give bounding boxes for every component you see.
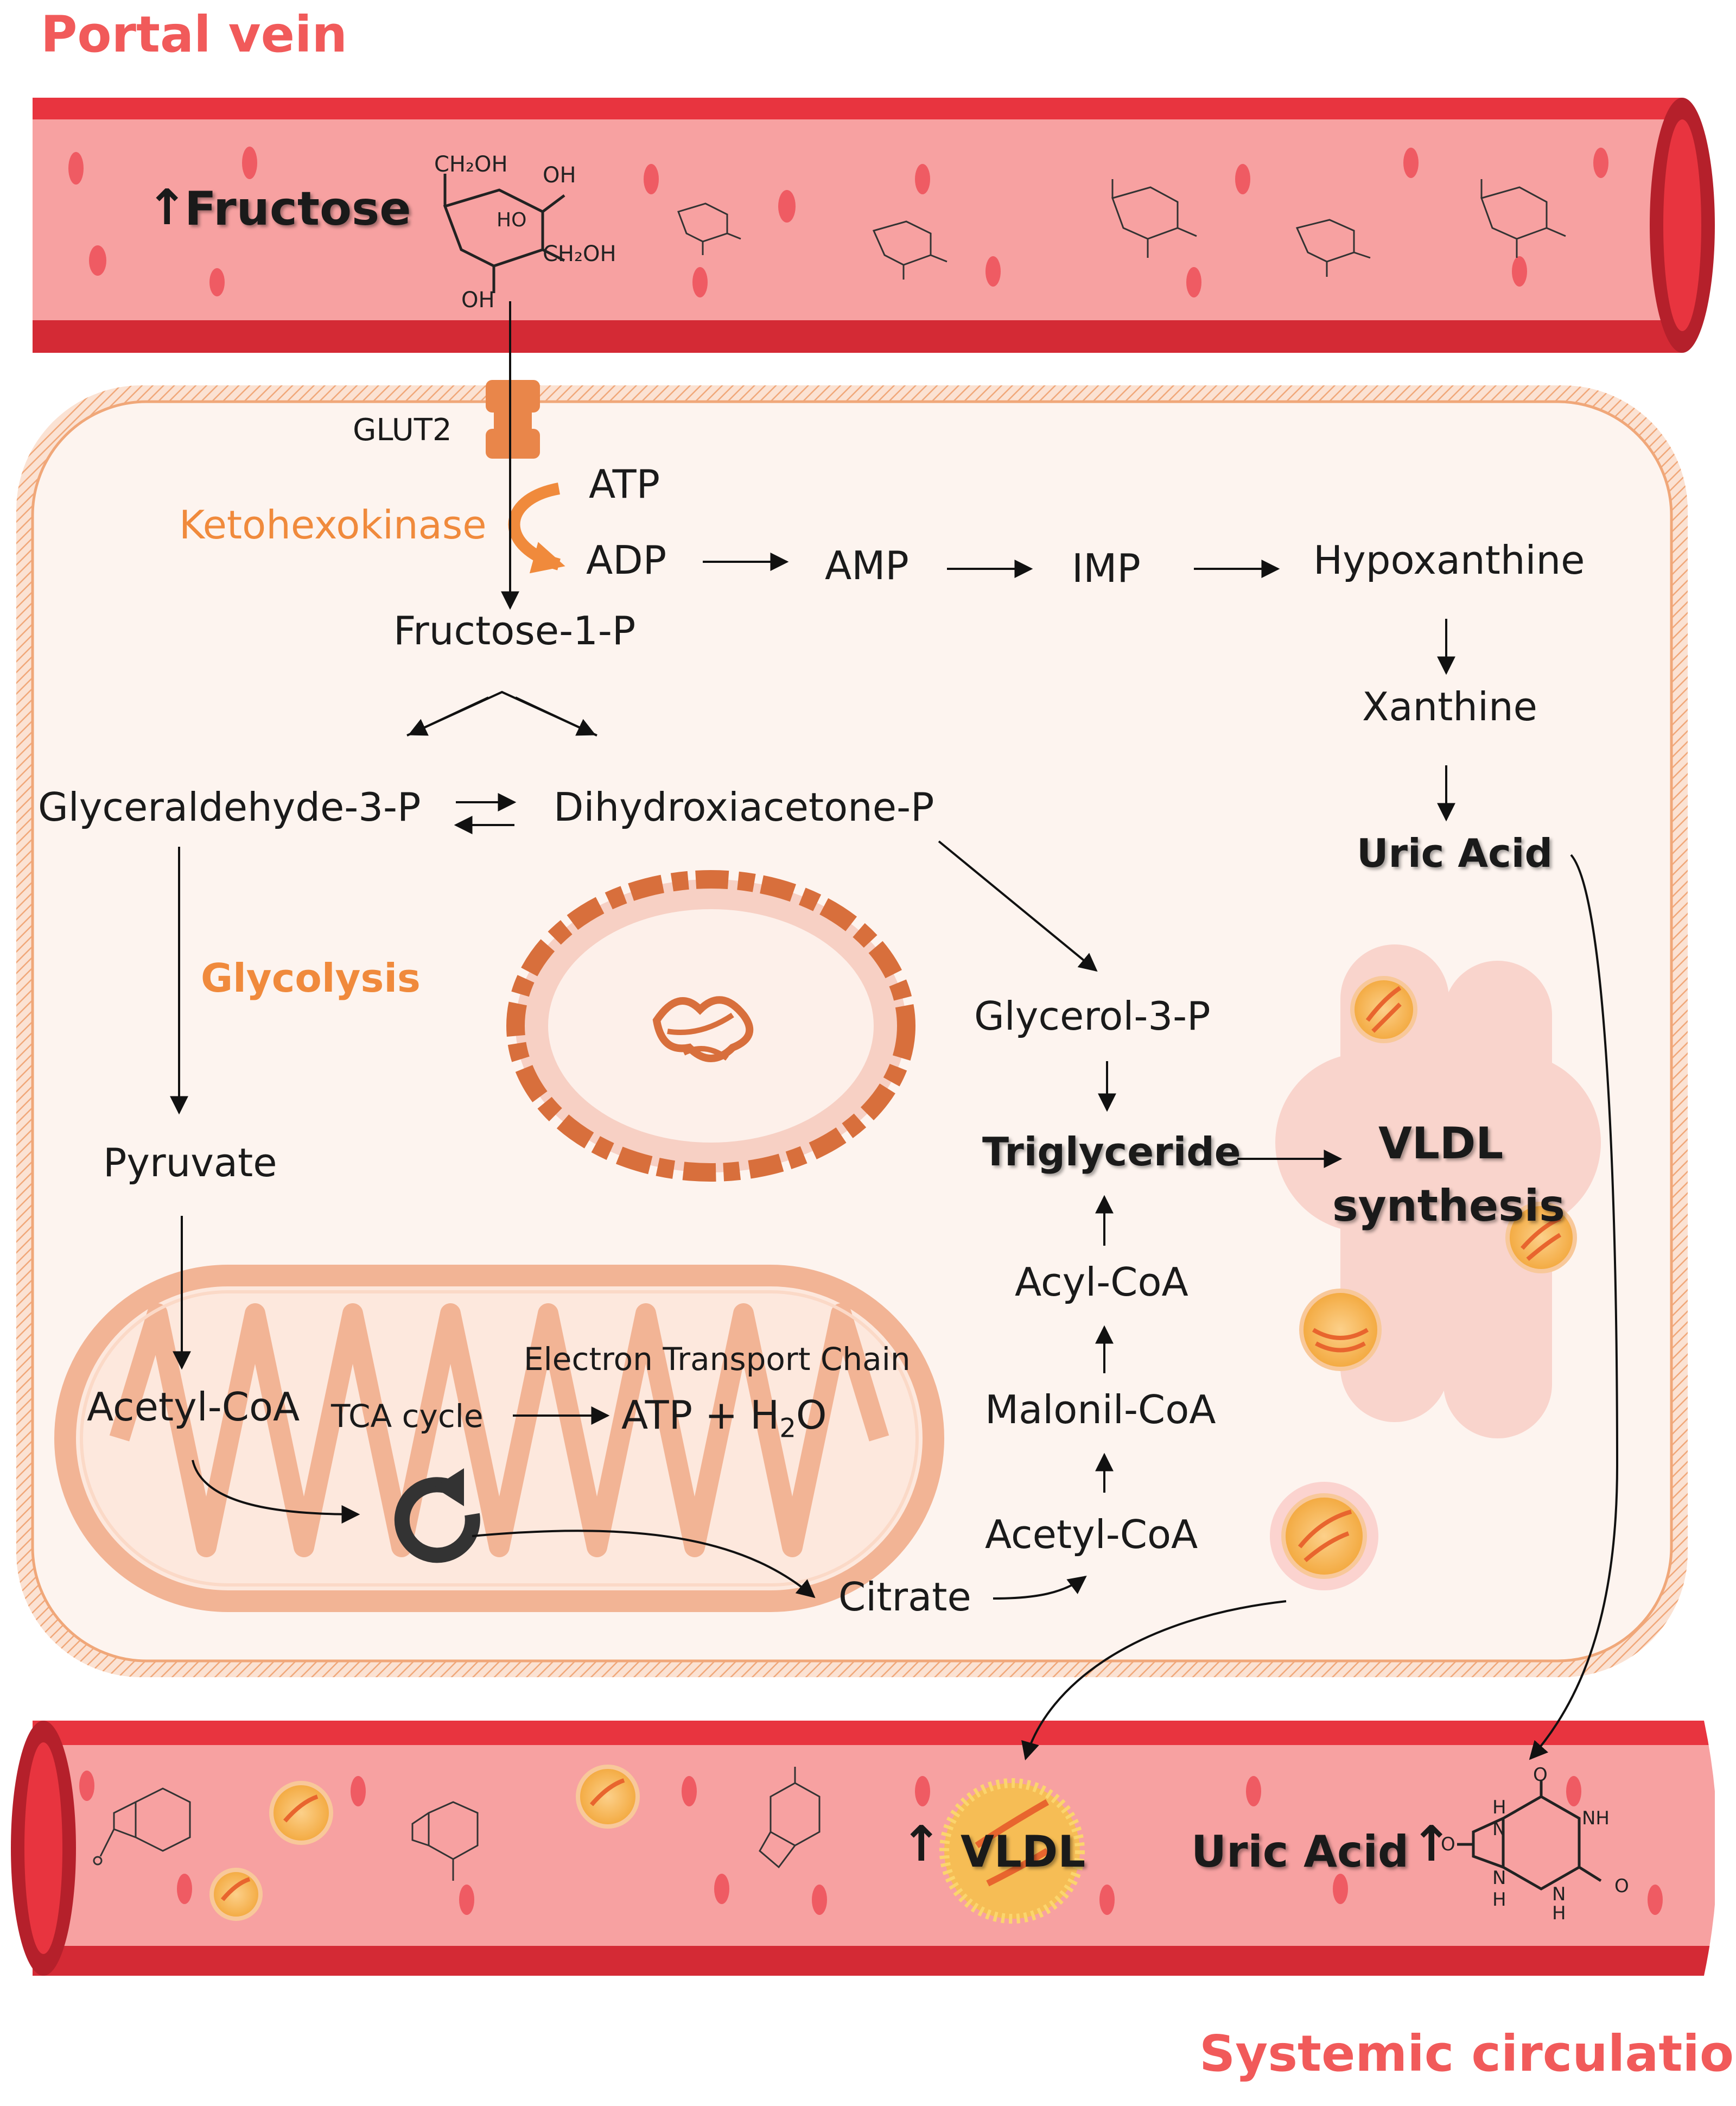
vldl-particle — [1299, 1289, 1382, 1371]
fructose-icon — [1480, 179, 1566, 258]
atp-h2o-end: O — [796, 1392, 827, 1438]
dihydroxiacetone-p-label: Dihydroxiacetone-P — [554, 784, 934, 830]
vldl-particles — [209, 976, 1577, 1924]
pyruvate-label: Pyruvate — [103, 1140, 277, 1185]
adp-label: ADP — [586, 537, 667, 583]
glut2-transporter — [486, 380, 540, 459]
fructose-1-p-label: Fructose-1-P — [393, 608, 636, 654]
atp-label: ATP — [589, 461, 660, 507]
glut2-label: GLUT2 — [353, 413, 452, 448]
glycolysis-label: Glycolysis — [201, 955, 421, 1001]
vldl-particle — [1270, 1482, 1378, 1590]
uric-acid-systemic-label: Uric Acid — [1191, 1826, 1409, 1877]
fructose-icon — [872, 220, 948, 280]
uric-group-n-3: N — [1552, 1883, 1566, 1905]
imp-label: IMP — [1072, 545, 1141, 591]
uric-group-o-right: O — [1614, 1875, 1629, 1897]
uric-acid-icon — [411, 1801, 479, 1881]
uric-group-o-top: O — [1533, 1764, 1548, 1786]
uric-group-h-2: H — [1492, 1889, 1506, 1911]
fructose-molecule — [443, 174, 565, 293]
ketohexokinase-label: Ketohexokinase — [179, 502, 487, 548]
atp-h2o-text: ATP + H — [621, 1392, 780, 1438]
fructose-label: Fructose — [185, 182, 411, 236]
fructose-icon — [677, 202, 741, 255]
vldl-particle — [1350, 976, 1417, 1043]
xanthine-label: Xanthine — [1362, 684, 1537, 730]
fructose-group-oh-2: OH — [461, 288, 495, 313]
amp-label: AMP — [825, 543, 909, 588]
fructose-group-oh-1: OH — [543, 163, 576, 188]
vldl-synthesis-region — [1275, 944, 1601, 1438]
acetyl-coa-right-label: Acetyl-CoA — [985, 1512, 1198, 1557]
acetyl-coa-left-label: Acetyl-CoA — [87, 1384, 300, 1430]
fructose-group-ch2oh-1: CH₂OH — [434, 152, 508, 177]
fructose-group-ch2oh-2: CH₂OH — [543, 242, 616, 267]
uric-acid-icon — [759, 1767, 821, 1869]
vldl-particle — [1505, 1202, 1577, 1273]
vldl-large-particle — [939, 1778, 1085, 1924]
uric-group-n-1: N — [1492, 1818, 1506, 1840]
acyl-coa-label: Acyl-CoA — [1015, 1259, 1188, 1305]
vldl-particle — [269, 1781, 333, 1845]
fructose-group-ho: HO — [497, 209, 527, 231]
vldl-up-arrow: ↑ — [901, 1816, 942, 1873]
mitochondrion — [54, 1265, 944, 1612]
vldl-synthesis-label-line1: VLDL — [1378, 1118, 1504, 1169]
uric-group-h-3: H — [1552, 1902, 1566, 1924]
uric-group-o-left: O — [1441, 1834, 1455, 1855]
uric-acid-up-arrow: ↑ — [1411, 1816, 1452, 1873]
hypoxanthine-label: Hypoxanthine — [1313, 537, 1585, 583]
glycerol-3-p-label: Glycerol-3-P — [974, 993, 1211, 1039]
vldl-systemic-label: VLDL — [961, 1826, 1086, 1877]
fructose-icon — [1111, 179, 1197, 258]
vldl-particle — [209, 1868, 263, 1921]
atp-h2o-subscript: 2 — [779, 1413, 796, 1444]
pathway-arrows — [170, 301, 1619, 1761]
citrate-label: Citrate — [838, 1574, 971, 1620]
uric-acid-cell-label: Uric Acid — [1357, 830, 1553, 876]
vldl-synthesis-label-line2: synthesis — [1332, 1181, 1565, 1231]
tca-cycle-icon — [394, 1468, 480, 1563]
fructose-up-arrow: ↑ — [147, 179, 188, 236]
atp-h2o-label: ATP + H2O — [621, 1392, 827, 1443]
uric-group-nh: NH — [1582, 1807, 1610, 1829]
electron-transport-chain-label: Electron Transport Chain — [524, 1341, 911, 1378]
portal-vein-title: Portal vein — [41, 5, 348, 64]
vldl-particle — [576, 1765, 640, 1829]
uric-acid-icon — [93, 1787, 191, 1866]
systemic-vessel — [11, 1721, 1736, 1976]
tca-cycle-label: TCA cycle — [331, 1398, 484, 1435]
uric-group-n-2: N — [1492, 1867, 1506, 1889]
portal-vein-vessel — [33, 98, 1715, 353]
triglyceride-label: Triglyceride — [982, 1129, 1241, 1175]
uric-group-h-1: H — [1492, 1797, 1506, 1818]
nucleus — [506, 870, 915, 1182]
glyceraldehyde-3-p-label: Glyceraldehyde-3-P — [38, 784, 421, 830]
systemic-circulation-title: Systemic circulation — [1199, 2025, 1736, 2083]
uric-acid-molecule — [1457, 1780, 1602, 1891]
malonil-coa-label: Malonil-CoA — [985, 1387, 1216, 1432]
ketohexokinase-arrow — [508, 483, 565, 574]
fructose-icon — [1295, 219, 1371, 277]
